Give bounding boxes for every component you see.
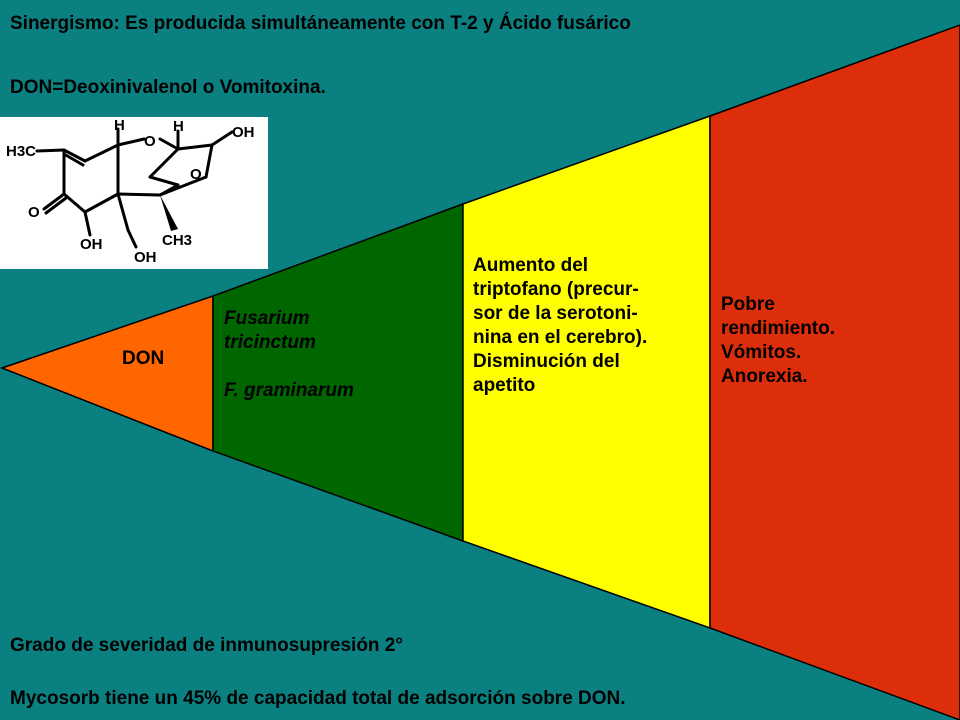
label-o-ring: O	[144, 133, 156, 150]
synergy-text: Sinergismo: Es producida simultáneamente…	[10, 13, 631, 34]
label-oh-ch2: OH	[134, 249, 157, 266]
label-o-ketone: O	[28, 204, 40, 221]
label-oh-bottom: OH	[80, 236, 103, 253]
molecule-structure-svg: H3C O H O H OH O OH OH CH3	[6, 117, 255, 266]
severity-text: Grado de severidad de inmunosupresión 2°	[10, 635, 403, 656]
label-o-epoxide: O	[190, 166, 202, 183]
label-h3c: H3C	[6, 143, 36, 160]
segment-don-label: DON	[122, 348, 165, 369]
species-fusarium-line1: Fusarium	[224, 308, 310, 329]
label-h-right: H	[173, 118, 184, 135]
deoxynivalenol-structure-image: H3C O H O H OH O OH OH CH3	[0, 117, 268, 269]
definition-text: DON=Deoxinivalenol o Vomitoxina.	[10, 77, 326, 98]
segment-symptoms-text: Pobre rendimiento. Vómitos. Anorexia.	[721, 294, 836, 387]
segment-effects-text: Aumento del triptofano (precur- sor de l…	[473, 255, 648, 396]
label-oh-top: OH	[232, 124, 255, 141]
species-fusarium-line2: tricinctum	[224, 332, 316, 353]
label-h-left: H	[114, 117, 125, 134]
adsorption-text: Mycosorb tiene un 45% de capacidad total…	[10, 688, 626, 709]
label-ch3: CH3	[162, 232, 192, 249]
segment-fusarium-species: Fusarium tricinctum F. graminarum	[224, 307, 354, 403]
funnel-segment-symptoms	[709, 24, 960, 720]
funnel-segment-don	[0, 294, 214, 453]
species-f-graminarum: F. graminarum	[224, 380, 354, 401]
